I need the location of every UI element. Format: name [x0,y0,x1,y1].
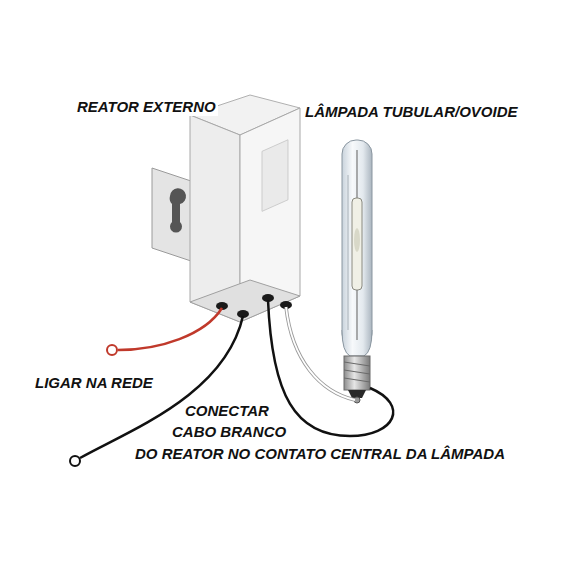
lamp-wire-black [268,300,393,436]
mounting-bracket [152,168,194,262]
annotation-label: LIGAR NA REDE [33,374,155,392]
annotation-label: LÂMPADA TUBULAR/OVOIDE [303,103,520,121]
annotation-label: DO REATOR NO CONTATO CENTRAL DA LÂMPADA [133,445,507,463]
annotation-label: CABO BRANCO [170,423,288,441]
ballast-housing [190,95,300,322]
lamp-wire-white [286,307,355,400]
hid-lamp [342,140,372,403]
annotation-label: REATOR EXTERNO [75,98,218,116]
mains-wire-red [118,308,222,350]
lamp-wire-white-outline [286,307,355,400]
annotation-label: CONECTAR [183,402,271,420]
